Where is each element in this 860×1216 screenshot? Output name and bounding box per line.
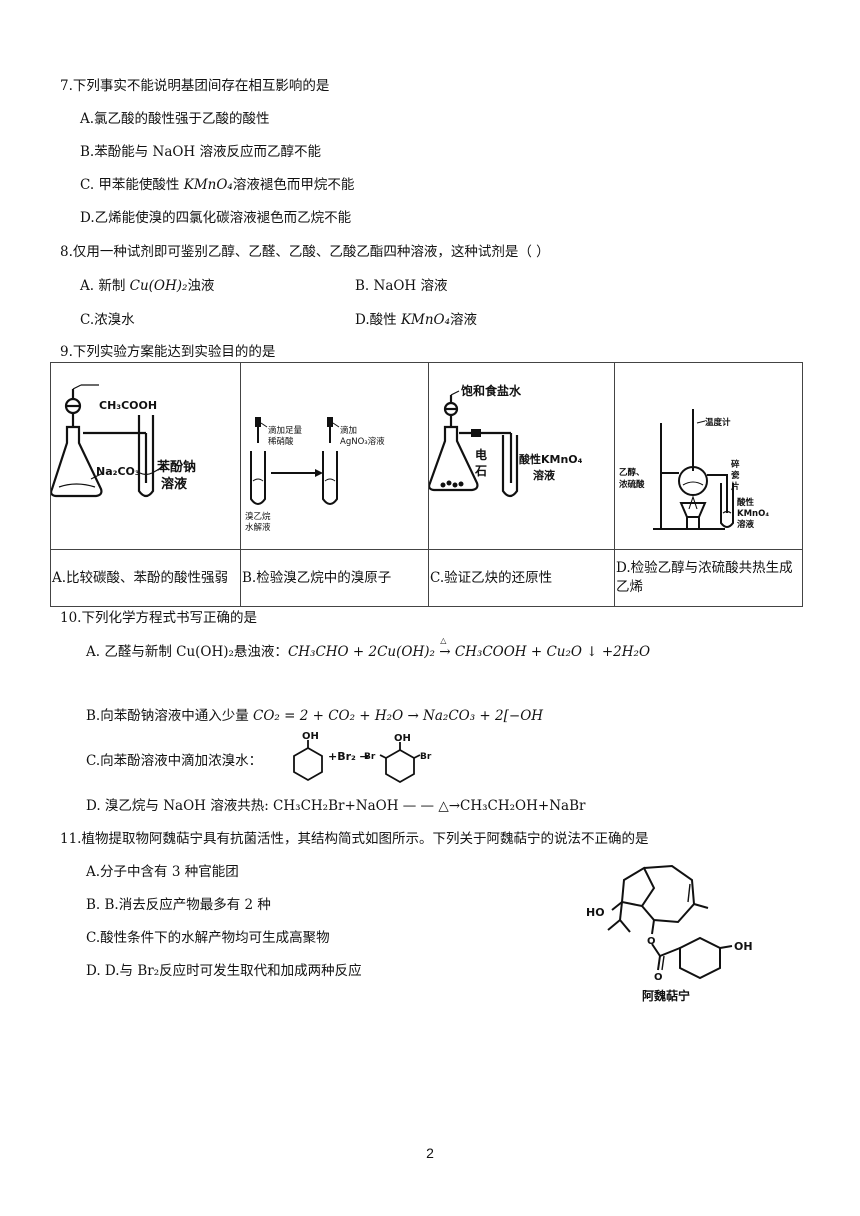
aweiterning-structure-diagram: HO O O OH 阿魏萜宁	[586, 864, 753, 1003]
apparatus-c-diagram: 饱和食盐水 电 石 酸性KMnO₄ 溶液	[429, 383, 583, 498]
label-agno3: AgNO₃溶液	[340, 436, 385, 447]
label-acidic-d: 酸性	[737, 497, 755, 508]
product-br-right: Br	[420, 752, 432, 762]
label-chip-2: 瓷	[731, 470, 740, 481]
q10-option-b: B.向苯酚钠溶液中通入少量 CO₂ = 2 + CO₂ + H₂O → Na₂C…	[86, 708, 544, 724]
q7-option-b: B.苯酚能与 NaOH 溶液反应而乙醇不能	[80, 144, 321, 160]
q8-option-b: B. NaOH 溶液	[355, 278, 448, 294]
apparatus-d-diagram: 温度计 乙醇、 浓硫酸 碎 瓷 片 酸性 KMnO₄ 溶液	[619, 409, 769, 530]
label-solution-c: 溶液	[533, 468, 556, 482]
label-add: 滴加	[340, 425, 357, 436]
label-sodium-phenoxide: 苯酚钠	[156, 459, 196, 475]
q8-option-a: A. 新制 Cu(OH)₂浊液	[80, 278, 215, 294]
q10-option-c: C.向苯酚溶液中滴加浓溴水：	[86, 753, 263, 769]
q7-option-a: A.氯乙酸的酸性强于乙酸的酸性	[80, 111, 270, 127]
q7-option-d: D.乙烯能使溴的四氯化碳溶液褪色而乙烷不能	[80, 210, 352, 226]
q9-figure-a: CH₃COOH Na₂CO₃ 苯酚钠 溶液	[50, 362, 241, 550]
label-ethanol: 乙醇、	[619, 467, 645, 478]
q8-stem: 8.仅用一种试剂即可鉴别乙醇、乙醛、乙酸、乙酸乙酯四种溶液，这种试剂是（ ）	[60, 244, 550, 260]
q10-option-d: D. 溴乙烷与 NaOH 溶液共热: CH₃CH₂Br+NaOH — — △→C…	[86, 798, 586, 814]
structure-oh: OH	[734, 940, 753, 953]
label-kmno4-d: KMnO₄	[737, 509, 769, 519]
label-na2co3: Na₂CO₃	[96, 465, 140, 478]
q10-stem: 10.下列化学方程式书写正确的是	[60, 610, 257, 626]
q7-stem: 7.下列事实不能说明基团间存在相互影响的是	[60, 78, 330, 94]
bromination-reaction-diagram: OH +Br₂ → OH Br Br	[293, 731, 432, 784]
label-carbide-2: 石	[474, 464, 487, 478]
phenol-oh: OH	[302, 731, 319, 742]
q11-stem: 11.植物提取物阿魏萜宁具有抗菌活性，其结构简式如图所示。下列关于阿魏萜宁的说法…	[60, 831, 649, 847]
product-br-left: Br	[364, 752, 376, 762]
structure-name: 阿魏萜宁	[642, 988, 690, 1003]
q8-option-d: D.酸性 KMnO₄溶液	[355, 312, 478, 328]
label-chip-1: 碎	[731, 459, 740, 470]
q9-stem: 9.下列实验方案能达到实验目的的是	[60, 344, 276, 360]
page-number: 2	[426, 1145, 434, 1161]
label-solution-a: 溶液	[161, 476, 187, 492]
label-conc-sulfuric: 浓硫酸	[619, 479, 645, 490]
q11-option-d: D. D.与 Br₂反应时可发生取代和加成两种反应	[86, 963, 362, 979]
q10-option-a: A. 乙醛与新制 Cu(OH)₂悬浊液：CH₃CHO + 2Cu(OH)₂ △→…	[86, 636, 650, 661]
label-solution-d: 溶液	[737, 519, 755, 530]
label-bromoethane: 溴乙烷	[245, 511, 271, 522]
q9-caption-c: C.验证乙炔的还原性	[428, 549, 615, 607]
q9-experiment-table: CH₃COOH Na₂CO₃ 苯酚钠 溶液	[50, 362, 803, 607]
q11-option-c: C.酸性条件下的水解产物均可生成高聚物	[86, 930, 330, 946]
apparatus-a-diagram: CH₃COOH Na₂CO₃ 苯酚钠 溶液	[51, 384, 196, 498]
q9-caption-a: A.比较碳酸、苯酚的酸性强弱	[50, 549, 241, 607]
q9-figure-c: 饱和食盐水 电 石 酸性KMnO₄ 溶液	[428, 362, 615, 550]
q11-option-b: B. B.消去反应产物最多有 2 种	[86, 897, 271, 913]
q7-option-c: C. 甲苯能使酸性 KMnO₄溶液褪色而甲烷不能	[80, 177, 355, 193]
q11-option-a: A.分子中含有 3 种官能团	[86, 864, 239, 880]
heat-symbol: △	[440, 636, 447, 645]
label-acidic-kmno4: 酸性KMnO₄	[519, 452, 583, 466]
label-add-excess: 滴加足量	[268, 425, 303, 436]
label-dilute-nitric: 稀硝酸	[268, 436, 294, 447]
label-thermometer: 温度计	[705, 417, 731, 428]
structure-ho: HO	[586, 906, 605, 919]
q9-figure-d: 温度计 乙醇、 浓硫酸 碎 瓷 片 酸性 KMnO₄ 溶液	[614, 362, 803, 550]
q9-caption-b: B.检验溴乙烷中的溴原子	[240, 549, 429, 607]
q8-option-c: C.浓溴水	[80, 312, 135, 328]
q9-caption-d: D.检验乙醇与浓硫酸共热生成乙烯	[614, 549, 803, 607]
label-hydrolysate: 水解液	[245, 522, 271, 533]
product-oh: OH	[394, 733, 411, 744]
q9-figure-b: 滴加足量 稀硝酸 滴加 AgNO₃溶液 溴乙烷 水解液	[240, 362, 429, 550]
label-chip-3: 片	[731, 481, 740, 492]
label-saturated-brine: 饱和食盐水	[461, 383, 522, 398]
reaction-plus-br2: +Br₂ →	[328, 750, 369, 763]
label-carbide-1: 电	[475, 447, 487, 462]
label-ch3cooh: CH₃COOH	[99, 399, 157, 412]
apparatus-b-diagram: 滴加足量 稀硝酸 滴加 AgNO₃溶液 溴乙烷 水解液	[245, 417, 385, 533]
structure-carbonyl-o: O	[654, 972, 663, 983]
structure-ester-o: O	[647, 936, 656, 947]
